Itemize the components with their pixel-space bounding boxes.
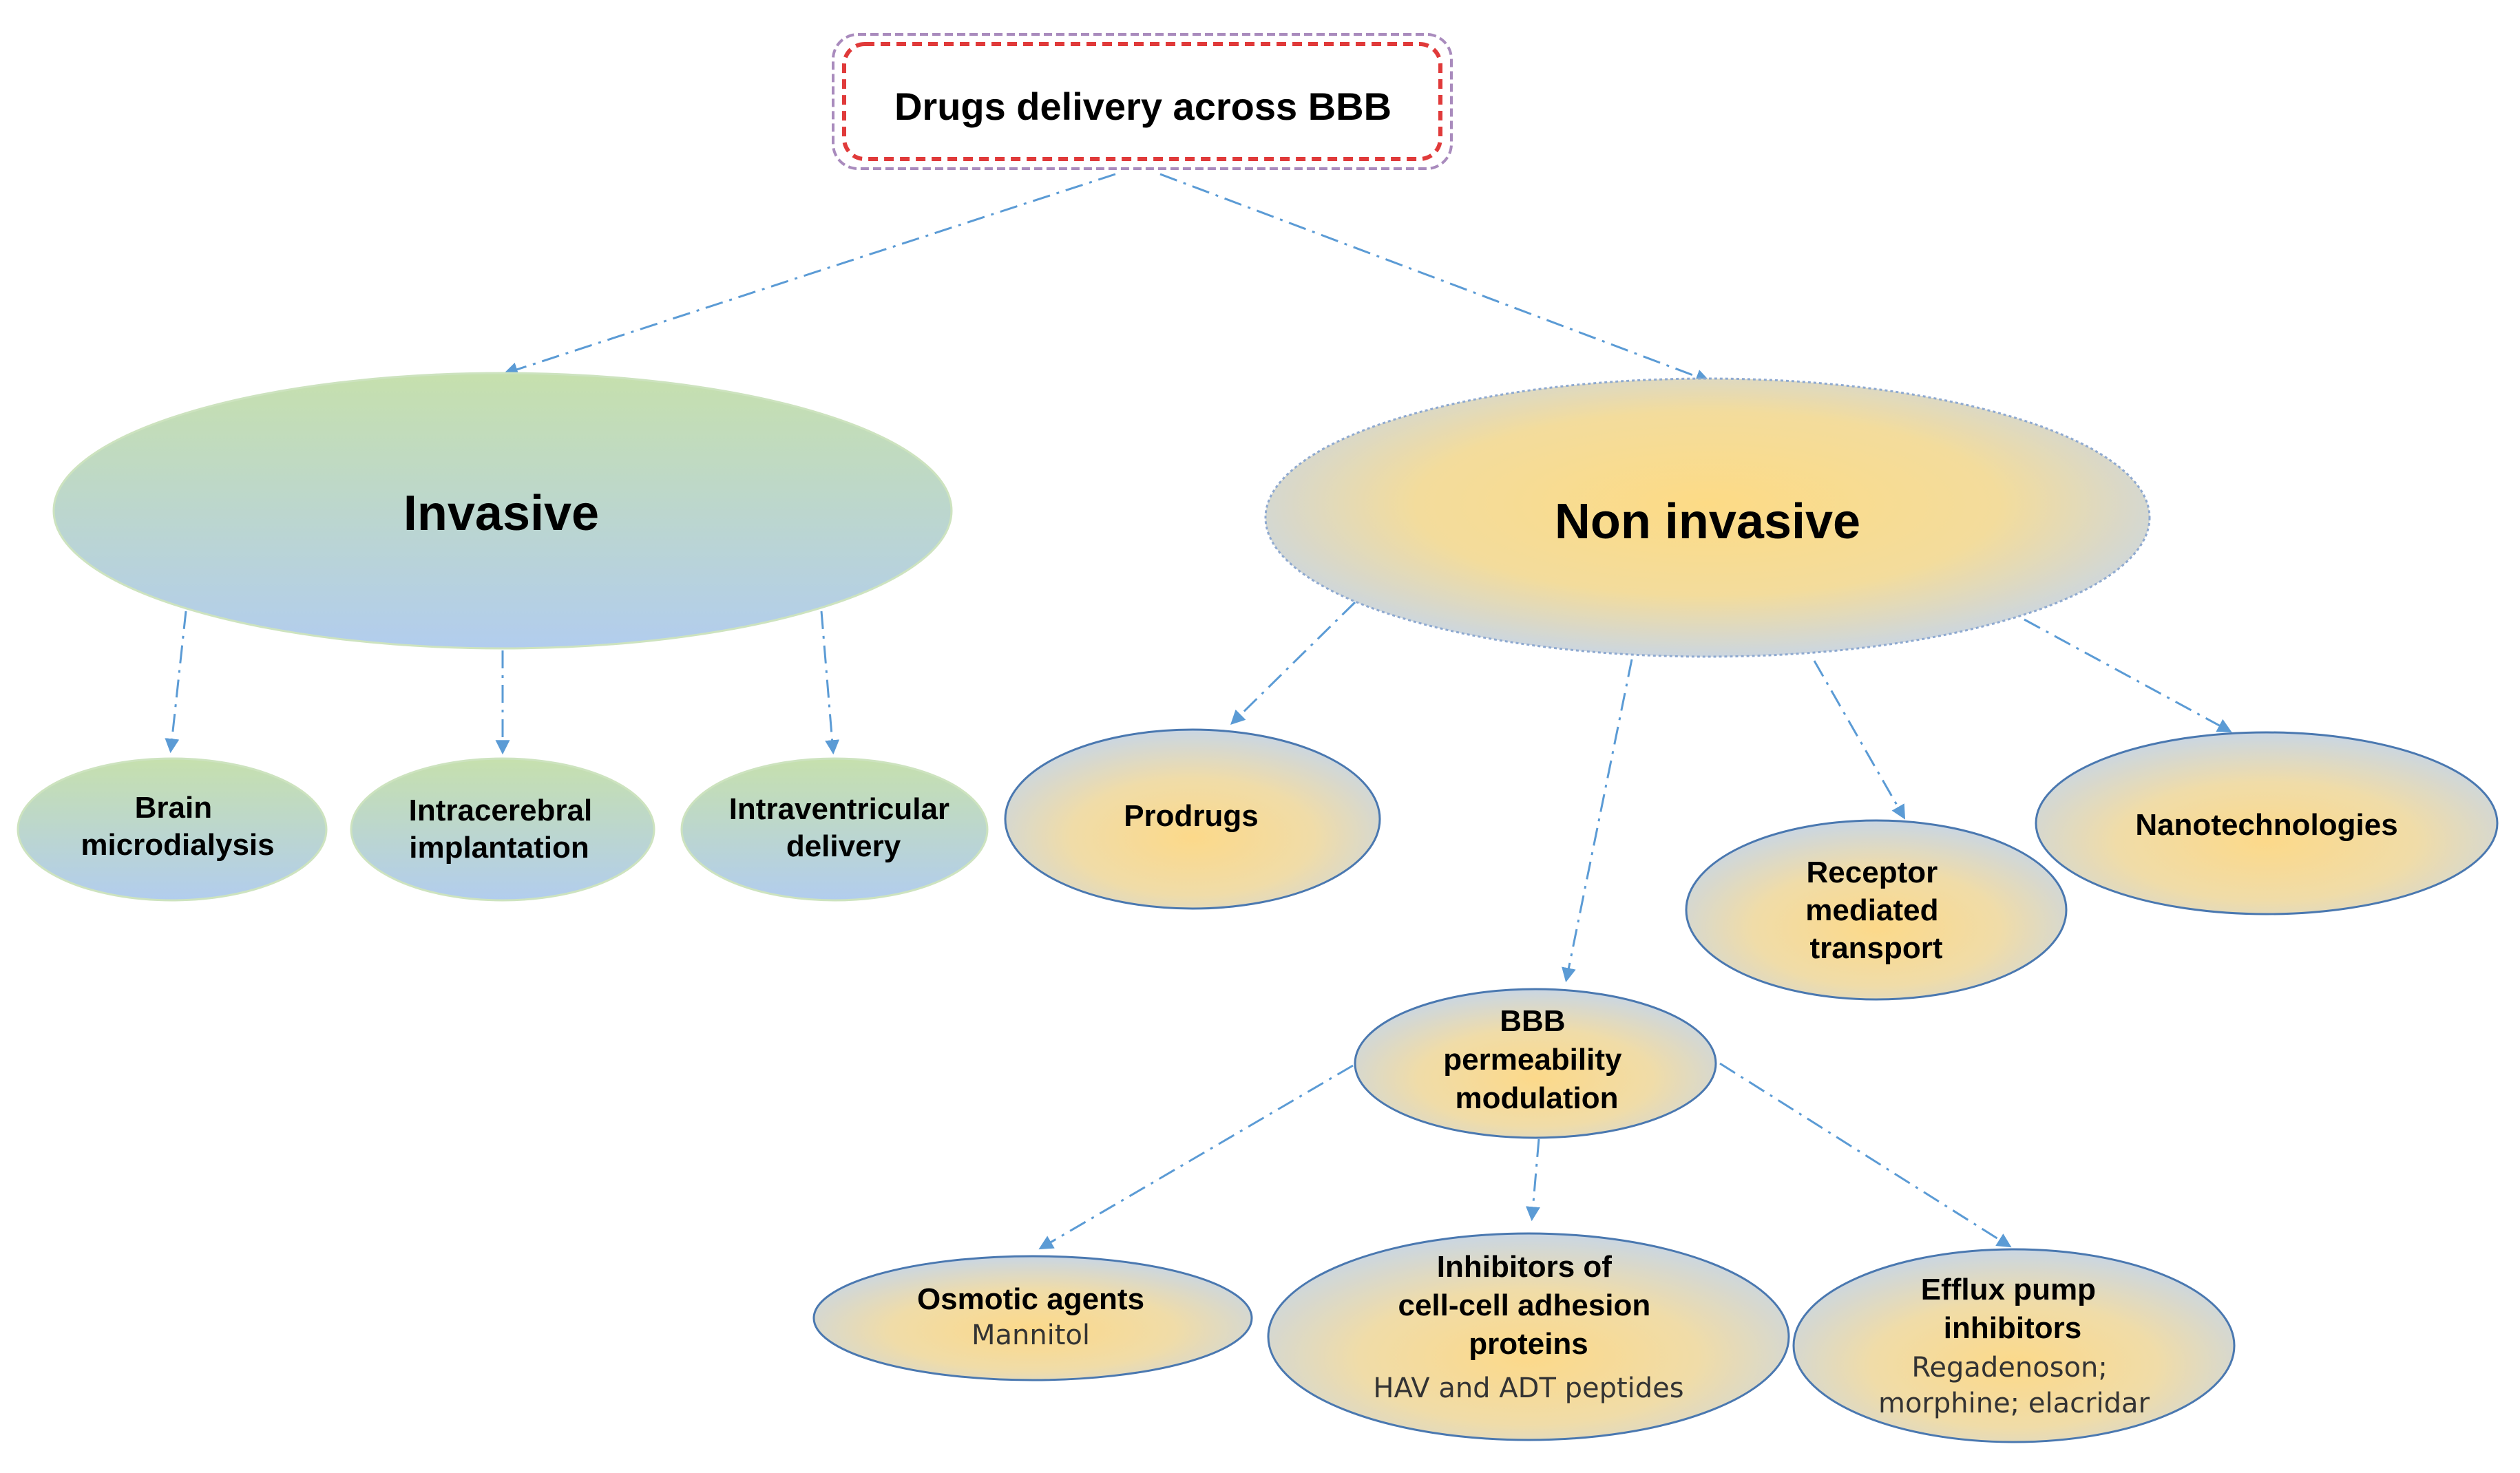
adhesion-line-1: Inhibitors of xyxy=(1437,1250,1613,1284)
node-intracerebral-implantation: Intracerebral implantation xyxy=(350,757,655,902)
bbb-modulation-label: BBB permeability modulation xyxy=(1443,1004,1630,1115)
nanotechnologies-label: Nanotechnologies xyxy=(2135,808,2397,842)
intracerebral-label: Intracerebral implantation xyxy=(409,794,601,865)
node-non-invasive: Non invasive xyxy=(1264,377,2151,658)
edge-noninvasive-prodrugs xyxy=(1230,601,1356,725)
osmotic-ellipse xyxy=(812,1255,1253,1381)
root-node: Drugs delivery across BBB xyxy=(832,33,1453,170)
node-invasive: Invasive xyxy=(52,372,953,650)
brain-microdialysis-ellipse xyxy=(17,757,328,902)
node-efflux-pump-inhibitors: Efflux pump inhibitors Regadenoson; morp… xyxy=(1792,1248,2236,1443)
node-brain-microdialysis: Brain microdialysis xyxy=(17,757,328,902)
node-nanotechnologies: Nanotechnologies xyxy=(2035,731,2499,915)
intraventricular-line-1: Intraventricular xyxy=(729,792,949,826)
receptor-line-3: transport xyxy=(1809,931,1942,965)
edge-root-invasive xyxy=(503,173,1116,377)
receptor-line-2: mediated xyxy=(1805,893,1938,927)
efflux-label: Efflux pump inhibitors xyxy=(1921,1273,2104,1345)
receptor-label: Receptor mediated transport xyxy=(1805,856,1946,965)
brain-microdialysis-line-1: Brain xyxy=(135,791,212,825)
edge-bbb-efflux xyxy=(1719,1062,2012,1248)
edge-noninvasive-receptor xyxy=(1813,660,1906,820)
brain-microdialysis-line-2: microdialysis xyxy=(81,828,274,862)
efflux-line-2: inhibitors xyxy=(1944,1311,2081,1345)
efflux-example-line-2: morphine; elacridar xyxy=(1878,1388,2150,1419)
node-cell-adhesion-inhibitors: Inhibitors of cell-cell adhesion protein… xyxy=(1267,1232,1790,1441)
efflux-examples: Regadenoson; morphine; elacridar xyxy=(1878,1352,2150,1419)
edge-noninvasive-bbb-modulation xyxy=(1562,659,1633,983)
invasive-ellipse xyxy=(52,372,953,650)
intraventricular-line-2: delivery xyxy=(786,829,901,863)
intracerebral-line-1: Intracerebral xyxy=(409,794,593,827)
intracerebral-line-2: implantation xyxy=(409,831,589,865)
non-invasive-ellipse xyxy=(1264,377,2151,658)
intraventricular-label: Intraventricular delivery xyxy=(729,792,958,863)
node-osmotic-agents: Osmotic agents Mannitol xyxy=(812,1255,1253,1381)
edge-invasive-brain-microdialysis xyxy=(165,611,187,754)
edge-root-noninvasive xyxy=(1159,173,1710,383)
node-intraventricular-delivery: Intraventricular delivery xyxy=(680,757,989,902)
adhesion-examples: HAV and ADT peptides xyxy=(1373,1373,1683,1404)
prodrugs-label: Prodrugs xyxy=(1124,799,1259,833)
edges xyxy=(165,173,2232,1250)
adhesion-label: Inhibitors of cell-cell adhesion protein… xyxy=(1398,1250,1659,1361)
bbb-modulation-line-2: permeability xyxy=(1443,1043,1622,1077)
efflux-line-1: Efflux pump xyxy=(1921,1273,2096,1306)
edge-bbb-adhesion xyxy=(1525,1138,1540,1222)
bbb-modulation-ellipse xyxy=(1354,988,1717,1139)
efflux-example-line-1: Regadenoson; xyxy=(1911,1352,2107,1384)
adhesion-line-2: cell-cell adhesion xyxy=(1398,1289,1650,1322)
node-prodrugs: Prodrugs xyxy=(1004,728,1381,910)
bbb-modulation-line-3: modulation xyxy=(1455,1081,1618,1115)
brain-microdialysis-label: Brain microdialysis xyxy=(81,791,274,862)
node-receptor-mediated-transport: Receptor mediated transport xyxy=(1685,819,2068,1001)
edge-bbb-osmotic xyxy=(1038,1064,1354,1250)
diagram-title: Drugs delivery across BBB xyxy=(894,85,1392,128)
nanotechnologies-ellipse xyxy=(2035,731,2499,915)
bbb-modulation-line-1: BBB xyxy=(1500,1004,1565,1038)
adhesion-line-3: proteins xyxy=(1469,1327,1588,1361)
osmotic-examples: Mannitol xyxy=(972,1320,1090,1351)
adhesion-ellipse xyxy=(1267,1232,1790,1441)
node-bbb-permeability-modulation: BBB permeability modulation xyxy=(1354,988,1717,1139)
edge-invasive-intraventricular xyxy=(820,611,840,755)
non-invasive-label: Non invasive xyxy=(1555,494,1860,549)
intraventricular-ellipse xyxy=(680,757,989,902)
receptor-ellipse xyxy=(1685,819,2068,1001)
title-border-outer xyxy=(832,33,1453,170)
osmotic-label: Osmotic agents xyxy=(917,1282,1144,1316)
title-border-inner xyxy=(842,42,1442,161)
edge-noninvasive-nanotech xyxy=(2024,618,2232,733)
receptor-line-1: Receptor xyxy=(1807,856,1938,889)
intracerebral-ellipse xyxy=(350,757,655,902)
invasive-label: Invasive xyxy=(403,486,599,541)
efflux-ellipse xyxy=(1792,1248,2236,1443)
prodrugs-ellipse xyxy=(1004,728,1381,910)
